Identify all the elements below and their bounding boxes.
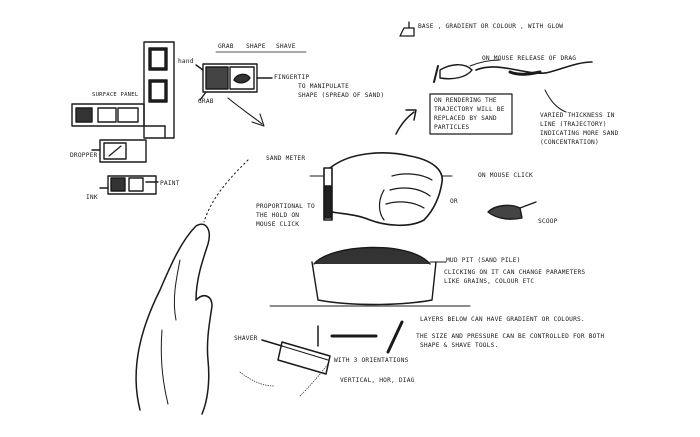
fingertip-line3: SHAPE (SPREAD OF SAND) <box>298 92 385 99</box>
dropper-label: DROPPER <box>70 152 98 159</box>
particles-line4: PARTICLES <box>434 124 470 131</box>
dotted-path <box>203 159 249 223</box>
raised-hand <box>135 223 213 415</box>
varied-line2: LINE (TRAJECTORY) <box>540 121 607 128</box>
tab-grab: GRAB <box>218 43 234 50</box>
shaver-list: VERTICAL, HOR, DIAG <box>340 377 415 384</box>
ink-label: INK <box>86 194 98 201</box>
surface-panel-label: SURFACE PANEL <box>92 92 139 98</box>
tab-shape: SHAPE <box>246 43 266 50</box>
size-note-line1: THE SIZE AND PRESSURE CAN BE CONTROLLED … <box>416 333 605 340</box>
mouse-click-label: ON MOUSE CLICK <box>478 172 533 179</box>
varied-line1: VARIED THICKNESS IN <box>540 112 615 119</box>
shaver-tools <box>239 320 404 397</box>
varied-line4: (CONCENTRATION) <box>540 139 599 146</box>
fingertip-line2: TO MANIPULATE <box>298 83 350 90</box>
sand-meter-title: SAND METER <box>266 155 306 162</box>
meter-desc-line3: MOUSE CLICK <box>256 221 300 228</box>
fingertip-line1: FINGERTIP <box>274 74 310 81</box>
particles-line2: TRAJECTORY WILL BE <box>434 106 505 113</box>
fist-drawing <box>309 152 453 227</box>
tab-shave: SHAVE <box>276 43 296 50</box>
hand-tool-icons <box>195 51 307 127</box>
paint-label: PAINT <box>160 180 180 187</box>
meter-desc-line2: THE HOLD ON <box>256 212 300 219</box>
size-note-line2: SHAPE & SHAVE TOOLS. <box>420 342 499 349</box>
particles-line1: ON RENDERING THE <box>434 97 497 104</box>
hand-label: hand <box>178 58 194 65</box>
mud-pit-title: MUD PIT (SAND PILE) <box>446 257 521 264</box>
mouse-release-note: ON MOUSE RELEASE OF DRAG <box>482 55 577 62</box>
or-label: OR <box>450 198 458 205</box>
mud-pit <box>269 246 471 307</box>
grab-label: GRAB <box>198 98 214 105</box>
mud-pit-line2: LIKE GRAINS, COLOUR ETC <box>444 278 535 285</box>
trajectory-drawing <box>433 59 593 113</box>
top-base-note: BASE , GRADIENT OR COLOUR , WITH GLOW <box>418 23 564 30</box>
tool-strip <box>71 41 175 195</box>
particles-line3: REPLACED BY SAND <box>434 115 497 122</box>
varied-line3: INDICATING MORE SAND <box>540 130 619 137</box>
base-icon <box>399 21 415 37</box>
meter-desc-line1: PROPORTIONAL TO <box>256 203 315 210</box>
scoop-label: SCOOP <box>538 218 558 225</box>
particles-box <box>395 93 513 135</box>
shaver-orientations: WITH 3 ORIENTATIONS <box>334 357 409 364</box>
scoop-drawing <box>487 201 537 220</box>
shaver-title: SHAVER <box>234 335 258 342</box>
mud-pit-line1: CLICKING ON IT CAN CHANGE PARAMETERS <box>444 269 586 276</box>
layers-note: LAYERS BELOW CAN HAVE GRADIENT OR COLOUR… <box>420 316 585 323</box>
